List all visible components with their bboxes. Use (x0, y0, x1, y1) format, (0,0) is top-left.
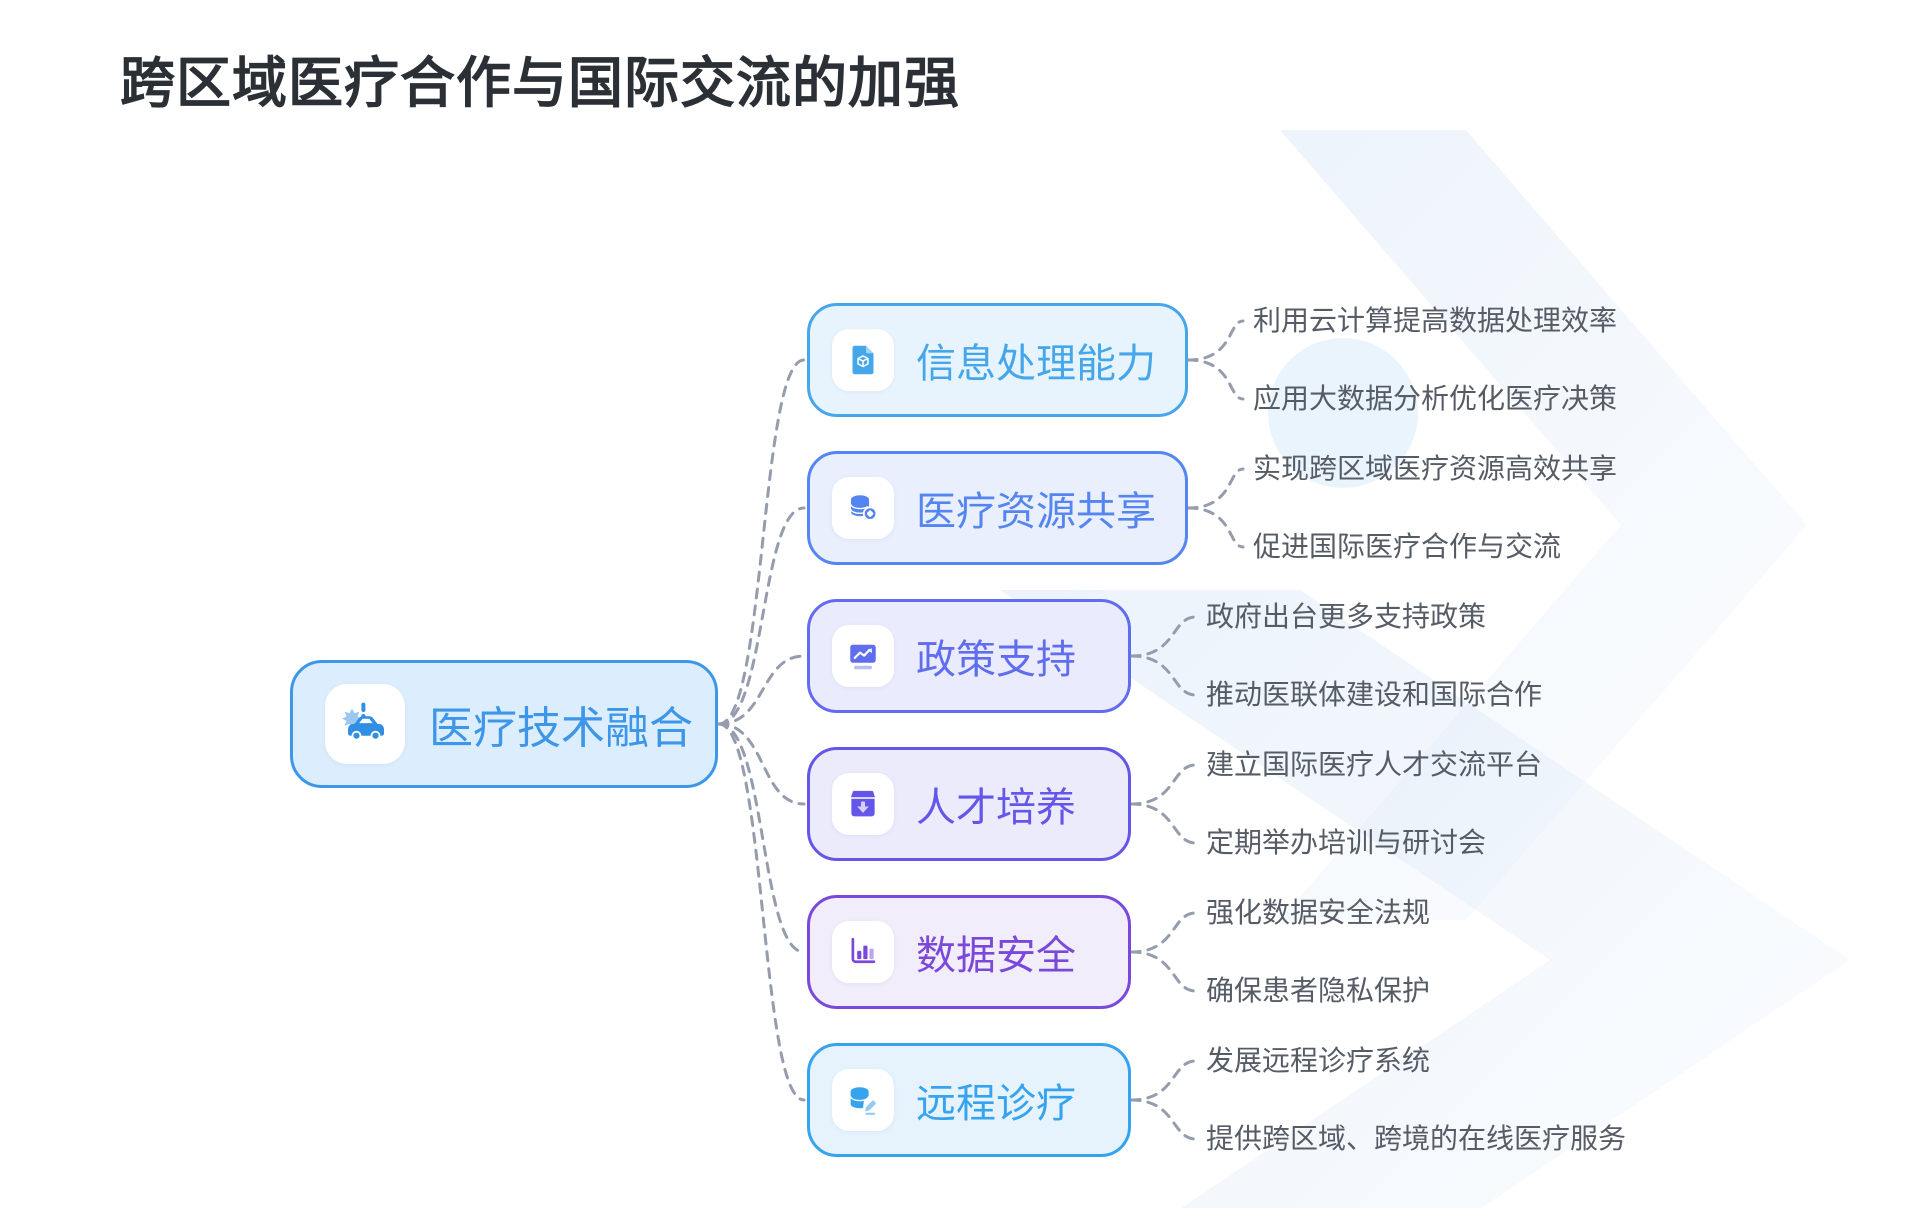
file-cube-icon (845, 342, 881, 378)
branch-label: 数据安全 (916, 934, 1076, 978)
leaf-topic[interactable]: 利用云计算提高数据处理效率 (1253, 305, 1618, 336)
branch-node-6[interactable]: 远程诊疗 (807, 1043, 1131, 1157)
leaf-topic[interactable]: 建立国际医疗人才交流平台 (1206, 749, 1543, 780)
bar-chart-icon (845, 934, 881, 970)
trend-board-icon (845, 638, 881, 674)
branch-icon-box (832, 477, 894, 539)
branch-label: 远程诊疗 (916, 1082, 1076, 1126)
leaf-topic[interactable]: 强化数据安全法规 (1206, 897, 1431, 928)
page-title: 跨区域医疗合作与国际交流的加强 (120, 52, 961, 114)
branch-node-5[interactable]: 数据安全 (807, 895, 1131, 1009)
car-crash-icon (341, 700, 389, 748)
branch-icon-box (832, 773, 894, 835)
leaf-topic[interactable]: 实现跨区域医疗资源高效共享 (1253, 453, 1618, 484)
branch-node-3[interactable]: 政策支持 (807, 599, 1131, 713)
leaf-topic[interactable]: 定期举办培训与研讨会 (1206, 827, 1487, 858)
leaf-topic[interactable]: 确保患者隐私保护 (1206, 975, 1431, 1006)
branch-node-2[interactable]: 医疗资源共享 (807, 451, 1188, 565)
root-label: 医疗技术融合 (429, 704, 693, 753)
root-node[interactable]: 医疗技术融合 (290, 660, 718, 788)
leaf-topic[interactable]: 推动医联体建设和国际合作 (1206, 679, 1543, 710)
root-icon-box (325, 684, 405, 764)
branch-label: 人才培养 (916, 786, 1076, 830)
branch-icon-box (832, 921, 894, 983)
branch-icon-box (832, 625, 894, 687)
branch-icon-box (832, 1069, 894, 1131)
branch-label: 政策支持 (916, 638, 1076, 682)
leaf-topic[interactable]: 发展远程诊疗系统 (1206, 1045, 1431, 1076)
branch-node-1[interactable]: 信息处理能力 (807, 303, 1188, 417)
leaf-topic[interactable]: 提供跨区域、跨境的在线医疗服务 (1206, 1123, 1627, 1154)
database-edit-icon (845, 1082, 881, 1118)
archive-box-icon (845, 786, 881, 822)
background-chevron-top (1280, 130, 1807, 920)
branch-label: 医疗资源共享 (916, 490, 1156, 534)
leaf-topic[interactable]: 应用大数据分析优化医疗决策 (1253, 383, 1618, 414)
branch-icon-box (832, 329, 894, 391)
branch-label: 信息处理能力 (916, 342, 1156, 386)
database-diamond-icon (845, 490, 881, 526)
leaf-topic[interactable]: 政府出台更多支持政策 (1206, 601, 1487, 632)
leaf-topic[interactable]: 促进国际医疗合作与交流 (1253, 531, 1562, 562)
branch-node-4[interactable]: 人才培养 (807, 747, 1131, 861)
